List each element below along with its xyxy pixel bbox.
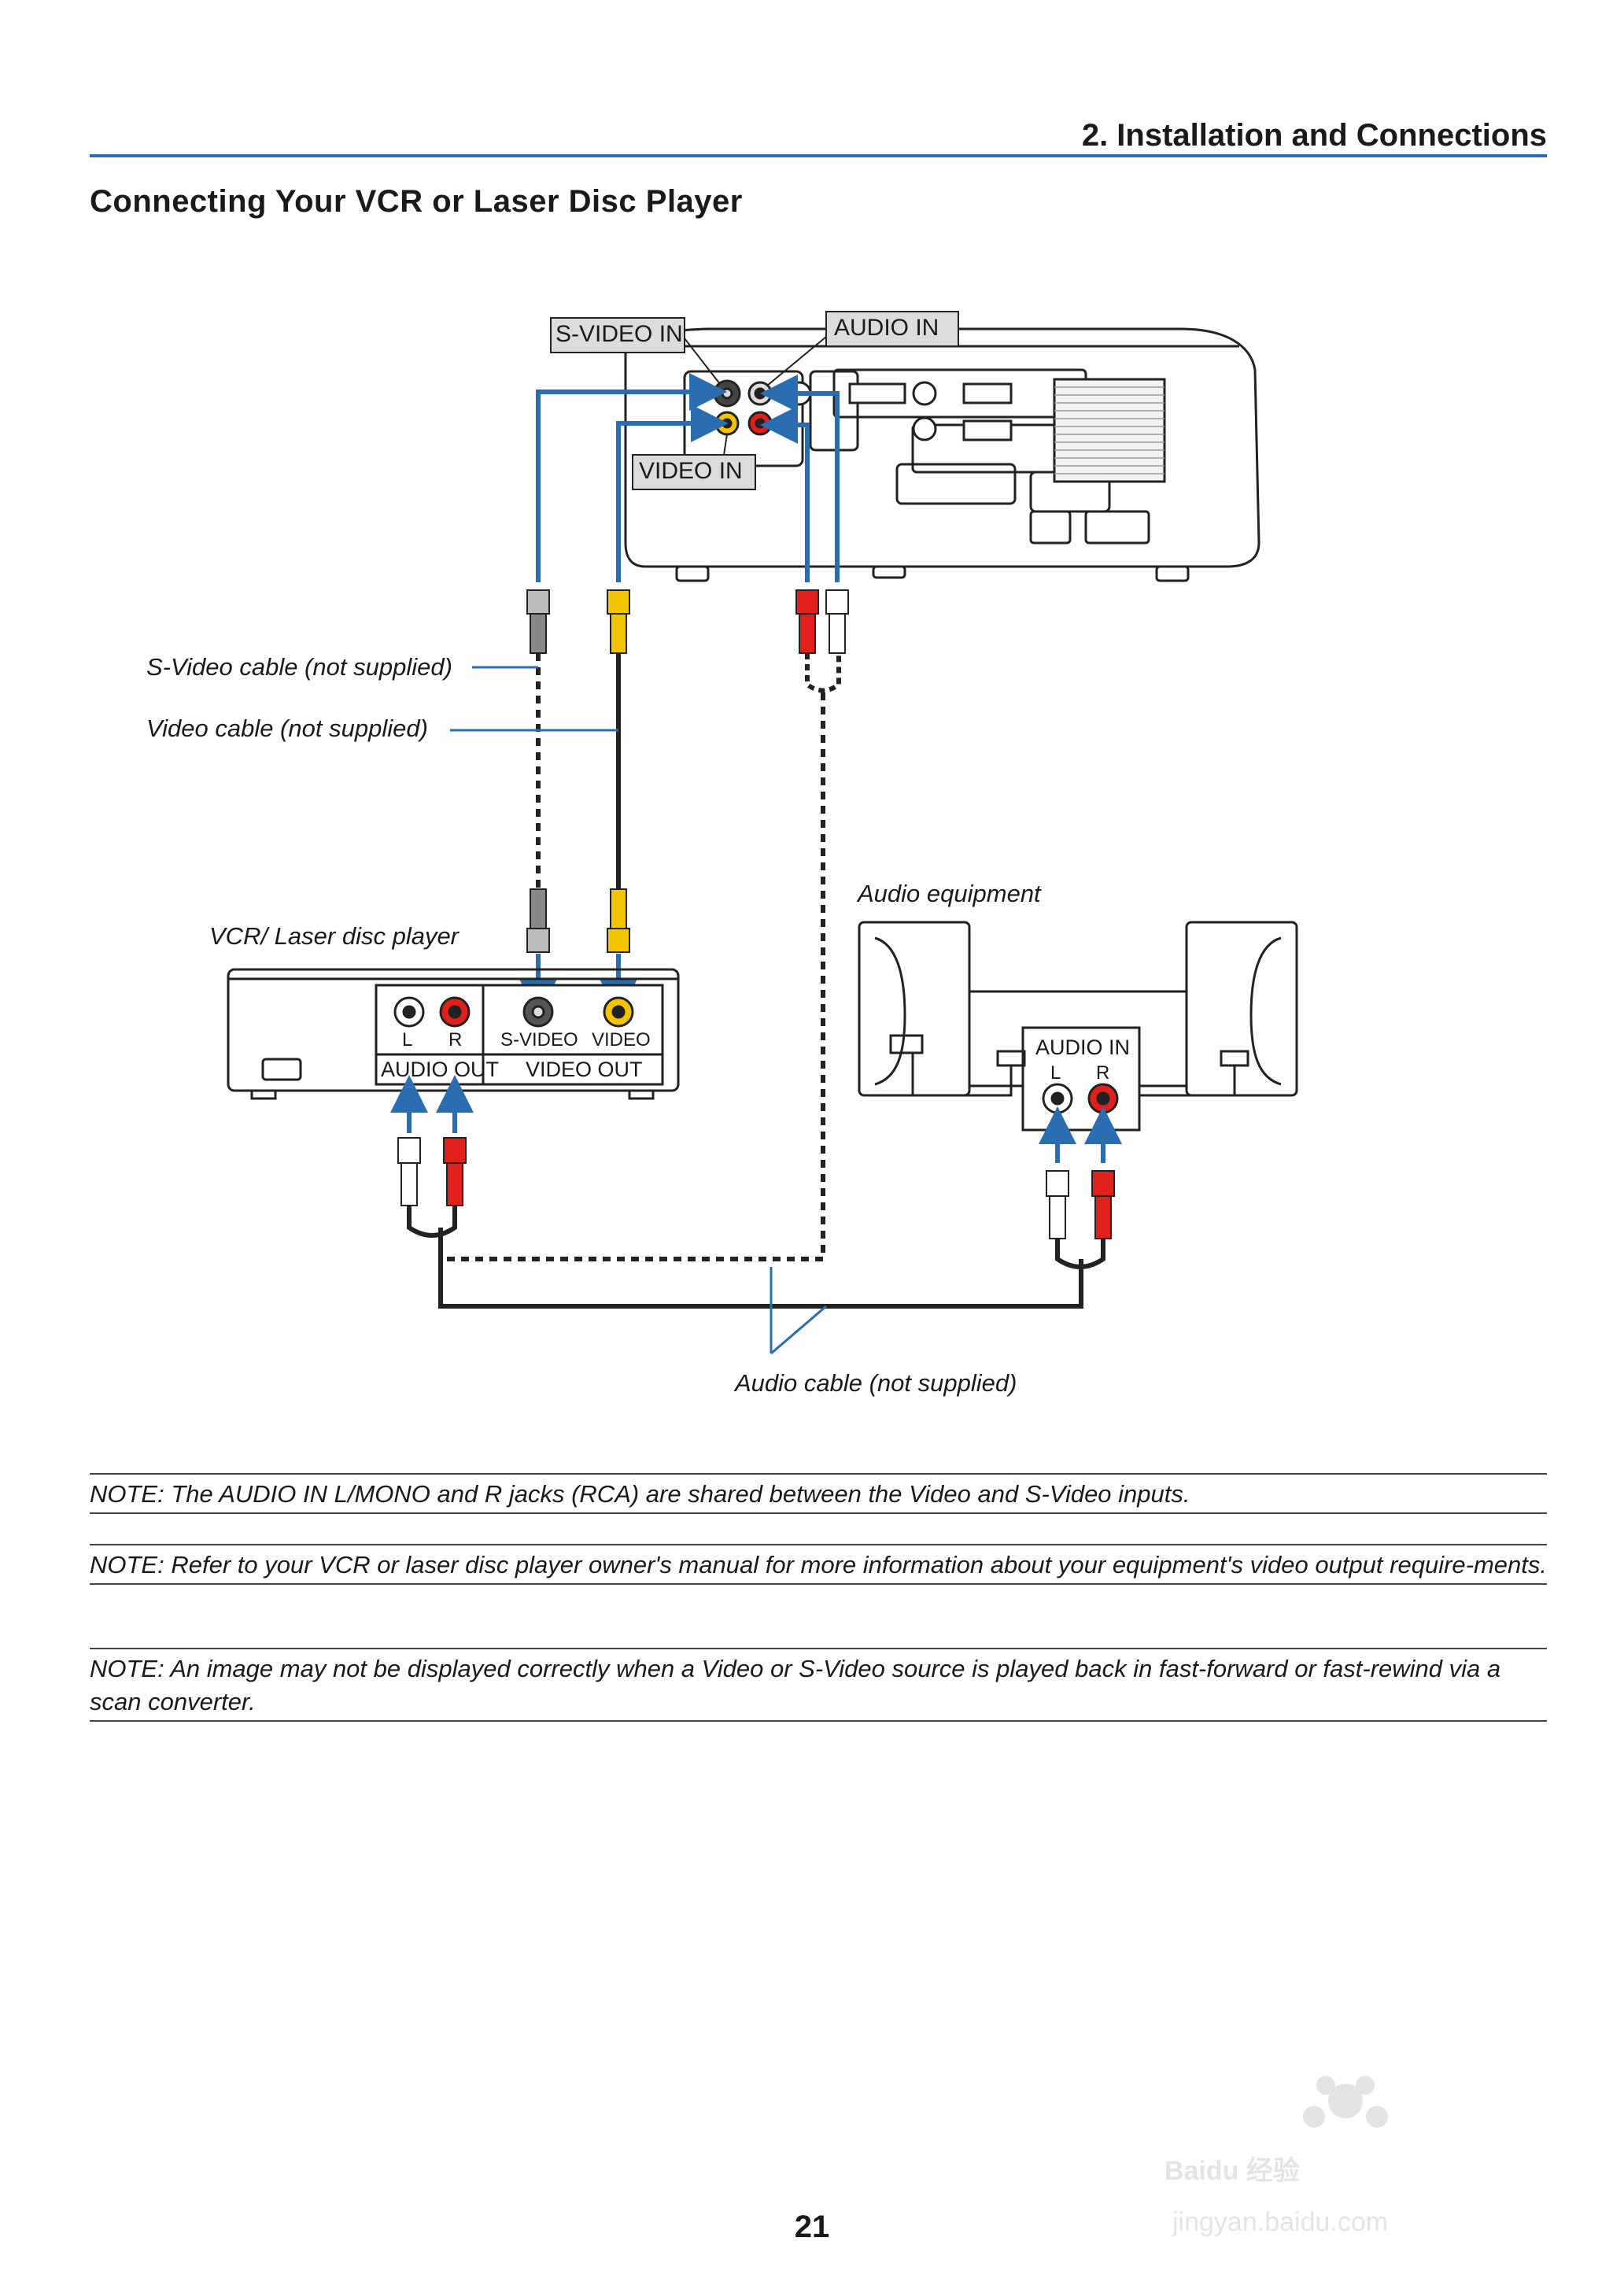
connection-diagram [227,311,1298,1355]
baidu-watermark: Baidu 经验 jingyan.baidu.com [1164,2076,1388,2237]
header-rule [90,154,1547,157]
page-number: 21 [794,2210,830,2244]
audio-cable-label: Audio cable (not supplied) [735,1369,1017,1397]
watermark-line1: Baidu 经验 [1164,2155,1300,2186]
vcr-title: VCR/ Laser disc player [209,922,460,950]
vcr-jack-video: VIDEO [592,1029,651,1050]
audio-in-label: AUDIO IN [834,315,939,341]
vcr-jack-l: L [402,1029,413,1050]
watermark-line2: jingyan.baidu.com [1172,2207,1388,2237]
section-title: 2. Installation and Connections [1081,118,1547,153]
projector-jacks [713,379,1013,441]
vcr-audio-out: AUDIO OUT [381,1058,500,1081]
vcr-video-out: VIDEO OUT [526,1058,643,1081]
section-heading: Connecting Your VCR or Laser Disc Player [90,184,743,219]
note-2: NOTE: Refer to your VCR or laser disc pl… [90,1544,1547,1585]
s-video-in-label: S-VIDEO IN [555,321,683,347]
note-text: NOTE: The AUDIO IN L/MONO and R jacks (R… [90,1480,1190,1508]
s-video-cable-label: S-Video cable (not supplied) [146,653,452,681]
video-in-label: VIDEO IN [639,458,743,484]
note-3: NOTE: An image may not be displayed corr… [90,1648,1547,1722]
audio-equipment-jack-r: R [1096,1062,1110,1084]
audio-equipment-jack-l: L [1050,1062,1061,1084]
vcr-jack-r: R [448,1029,463,1050]
vcr-jack-svideo: S-VIDEO [500,1029,578,1050]
video-cable-label: Video cable (not supplied) [146,714,428,742]
audio-equipment [858,921,1298,1132]
audio-equipment-audio-in: AUDIO IN [1035,1036,1131,1059]
note-1: NOTE: The AUDIO IN L/MONO and R jacks (R… [90,1473,1547,1514]
note-text: NOTE: Refer to your VCR or laser disc pl… [90,1551,1547,1579]
audio-equipment-title: Audio equipment [858,880,1041,907]
projector-plugs [526,589,849,654]
note-text: NOTE: An image may not be displayed corr… [90,1655,1501,1715]
